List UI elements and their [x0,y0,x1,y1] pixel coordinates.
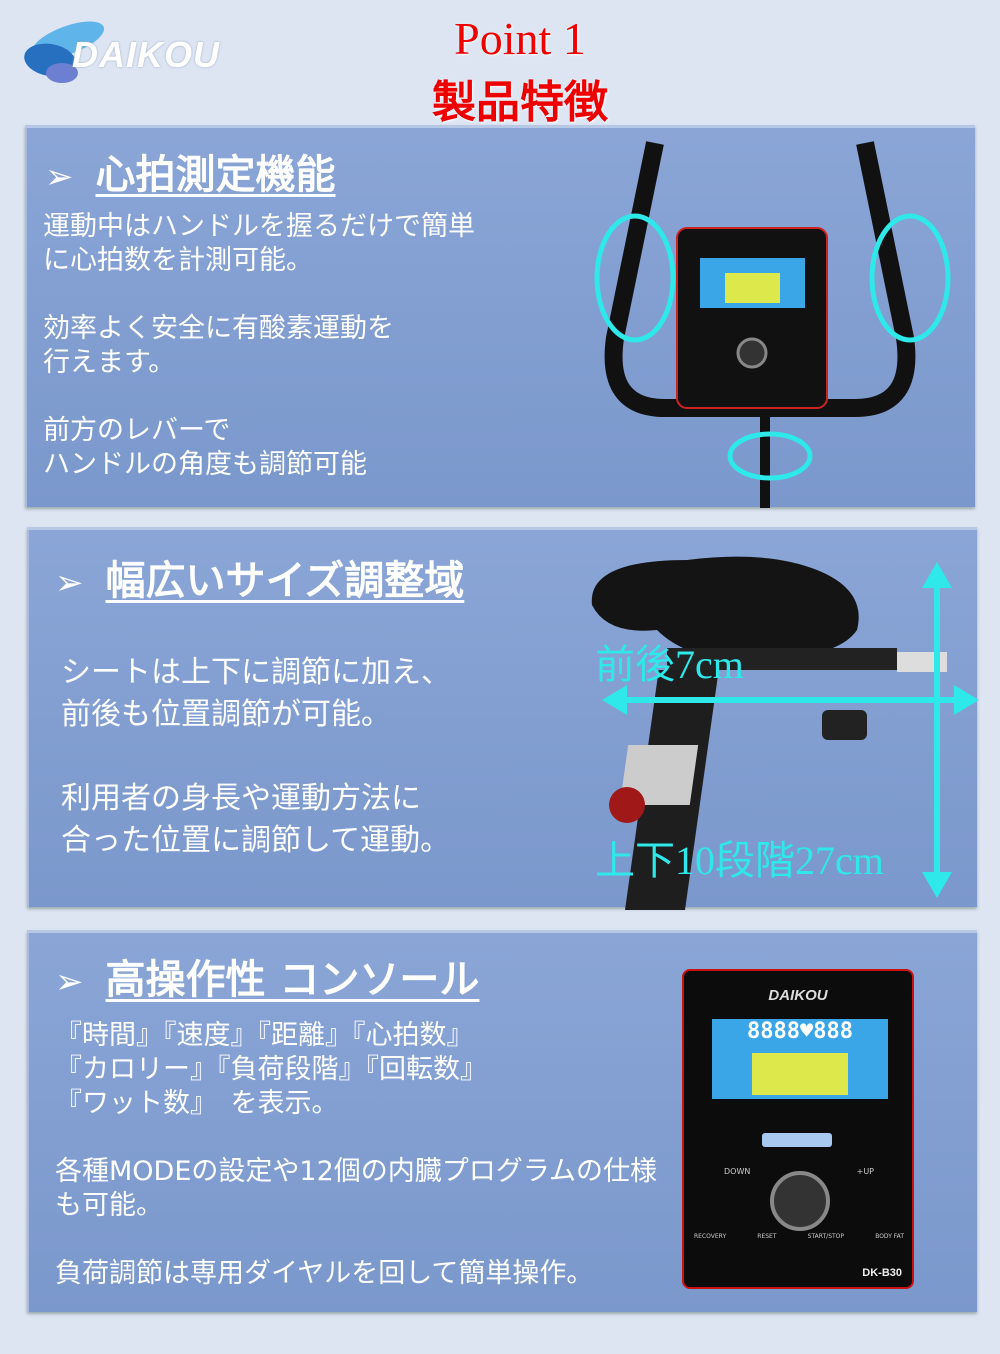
console-buttons: RECOVERY RESET START/STOP BODY FAT [694,1233,904,1240]
feature-panel-heart-rate: ➢心拍測定機能 運動中はハンドルを握るだけで簡単 に心拍数を計測可能。 効率よく… [25,125,975,508]
mode-button[interactable] [762,1133,832,1147]
down-button[interactable]: DOWN [724,1167,751,1176]
display-digits: 8888♥888 [747,1019,853,1044]
section-heading: ➢心拍測定機能 [45,152,336,198]
display-graph [752,1053,848,1095]
console-brand: DAIKOU [768,987,828,1004]
seat-image [591,556,947,910]
handlebar-image [594,141,951,508]
dimension-arrows [602,562,979,898]
arrow-icon: ➢ [55,563,84,603]
section-text: 運動中はハンドルを握るだけで簡単 に心拍数を計測可能。 効率よく安全に有酸素運動… [43,211,475,480]
page-subtitle: 製品特徴 [432,77,608,128]
feature-panel-console: ➢高操作性 コンソール 『時間』『速度』『距離』『心拍数』 『カロリー』『負荷段… [27,930,977,1312]
console-image: DAIKOU 8888♥888 RECOVERY RESET START/STOP B… [682,969,914,1289]
console-display: 8888♥888 [712,1019,888,1099]
section-heading: ➢幅広いサイズ調整域 [55,558,465,604]
feature-panel-size-adjust: ➢幅広いサイズ調整域 シートは上下に調節に加え、 前後も位置調節が可能。 利用者… [27,527,979,910]
body-fat-button[interactable]: BODY FAT [875,1233,904,1240]
section-text: シートは上下に調節に加え、 前後も位置調節が可能。 利用者の身長や運動方法に 合… [61,655,451,858]
section-heading: ➢高操作性 コンソール [55,957,480,1003]
front-back-annotation: 前後7cm [595,642,744,687]
reset-button[interactable]: RESET [757,1233,777,1240]
console-updown: DOWN +UP [724,1167,874,1176]
console-model: DK-B30 [862,1267,902,1279]
up-down-annotation: 上下10段階27cm [595,838,884,883]
resistance-dial[interactable] [770,1171,830,1231]
logo-text: DAIKOU [72,34,220,75]
arrow-icon: ➢ [55,962,84,1002]
start-stop-button[interactable]: START/STOP [807,1233,845,1240]
logo-mark-icon [24,21,105,83]
page-title: Point 1 [454,13,586,64]
arrow-icon: ➢ [45,157,74,197]
section-text: 『時間』『速度』『距離』『心拍数』 『カロリー』『負荷段階』『回転数』 『ワット… [55,1020,657,1289]
recovery-button[interactable]: RECOVERY [694,1233,727,1240]
up-button[interactable]: +UP [856,1167,874,1176]
